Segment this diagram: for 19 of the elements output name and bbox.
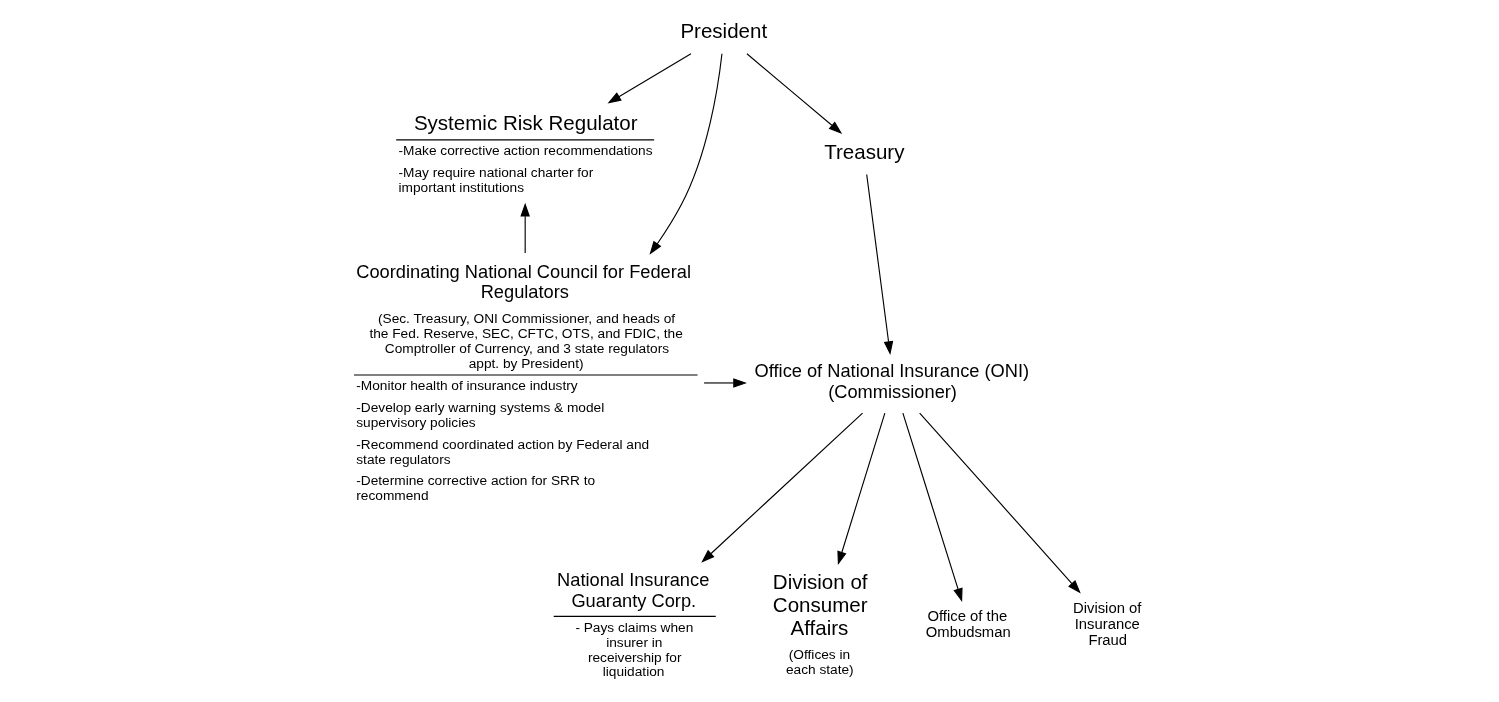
node-text: Division of Insurance Fraud — [1072, 600, 1141, 649]
arrow — [700, 412, 863, 563]
arrow — [865, 173, 893, 355]
node-text: Division of Consumer Affairs (Offices in each state) — [772, 570, 868, 678]
node-text: Coordinating National Council for Federal Regulators (Sec. Treasury, ONI Commissioner, and heads of the Fed. Reserve, SEC, CFTC, OTS, and FDIC, the Comptroller of Currency, and 3 state regulators appt. by President) -Monitor health of insurance industry -Develop early warning systems & model supervisory policies -Recommend coordinated action by Federal and state regulators -Determine corrective action for SRR to recommend — [355, 260, 691, 504]
node-text: National Insurance Guaranty Corp. - Pays claims when insurer in receivership for liquidation — [556, 569, 709, 680]
arrow — [607, 53, 692, 104]
arrow — [649, 53, 723, 255]
arrow — [519, 202, 530, 254]
arrow — [901, 412, 963, 602]
node-text: Office of the Ombudsman — [925, 608, 1011, 641]
arrow — [918, 412, 1081, 594]
node-text: Systemic Risk Regulator -Make corrective action recommendations -May require national charter for important institutions — [397, 111, 653, 195]
node-text: Office of National Insurance (ONI) (Commissioner) — [754, 360, 1029, 402]
node-text: Treasury — [823, 139, 904, 163]
arrow — [745, 53, 842, 134]
node-text: President — [679, 19, 767, 43]
arrow — [703, 378, 747, 388]
arrow — [836, 412, 885, 566]
